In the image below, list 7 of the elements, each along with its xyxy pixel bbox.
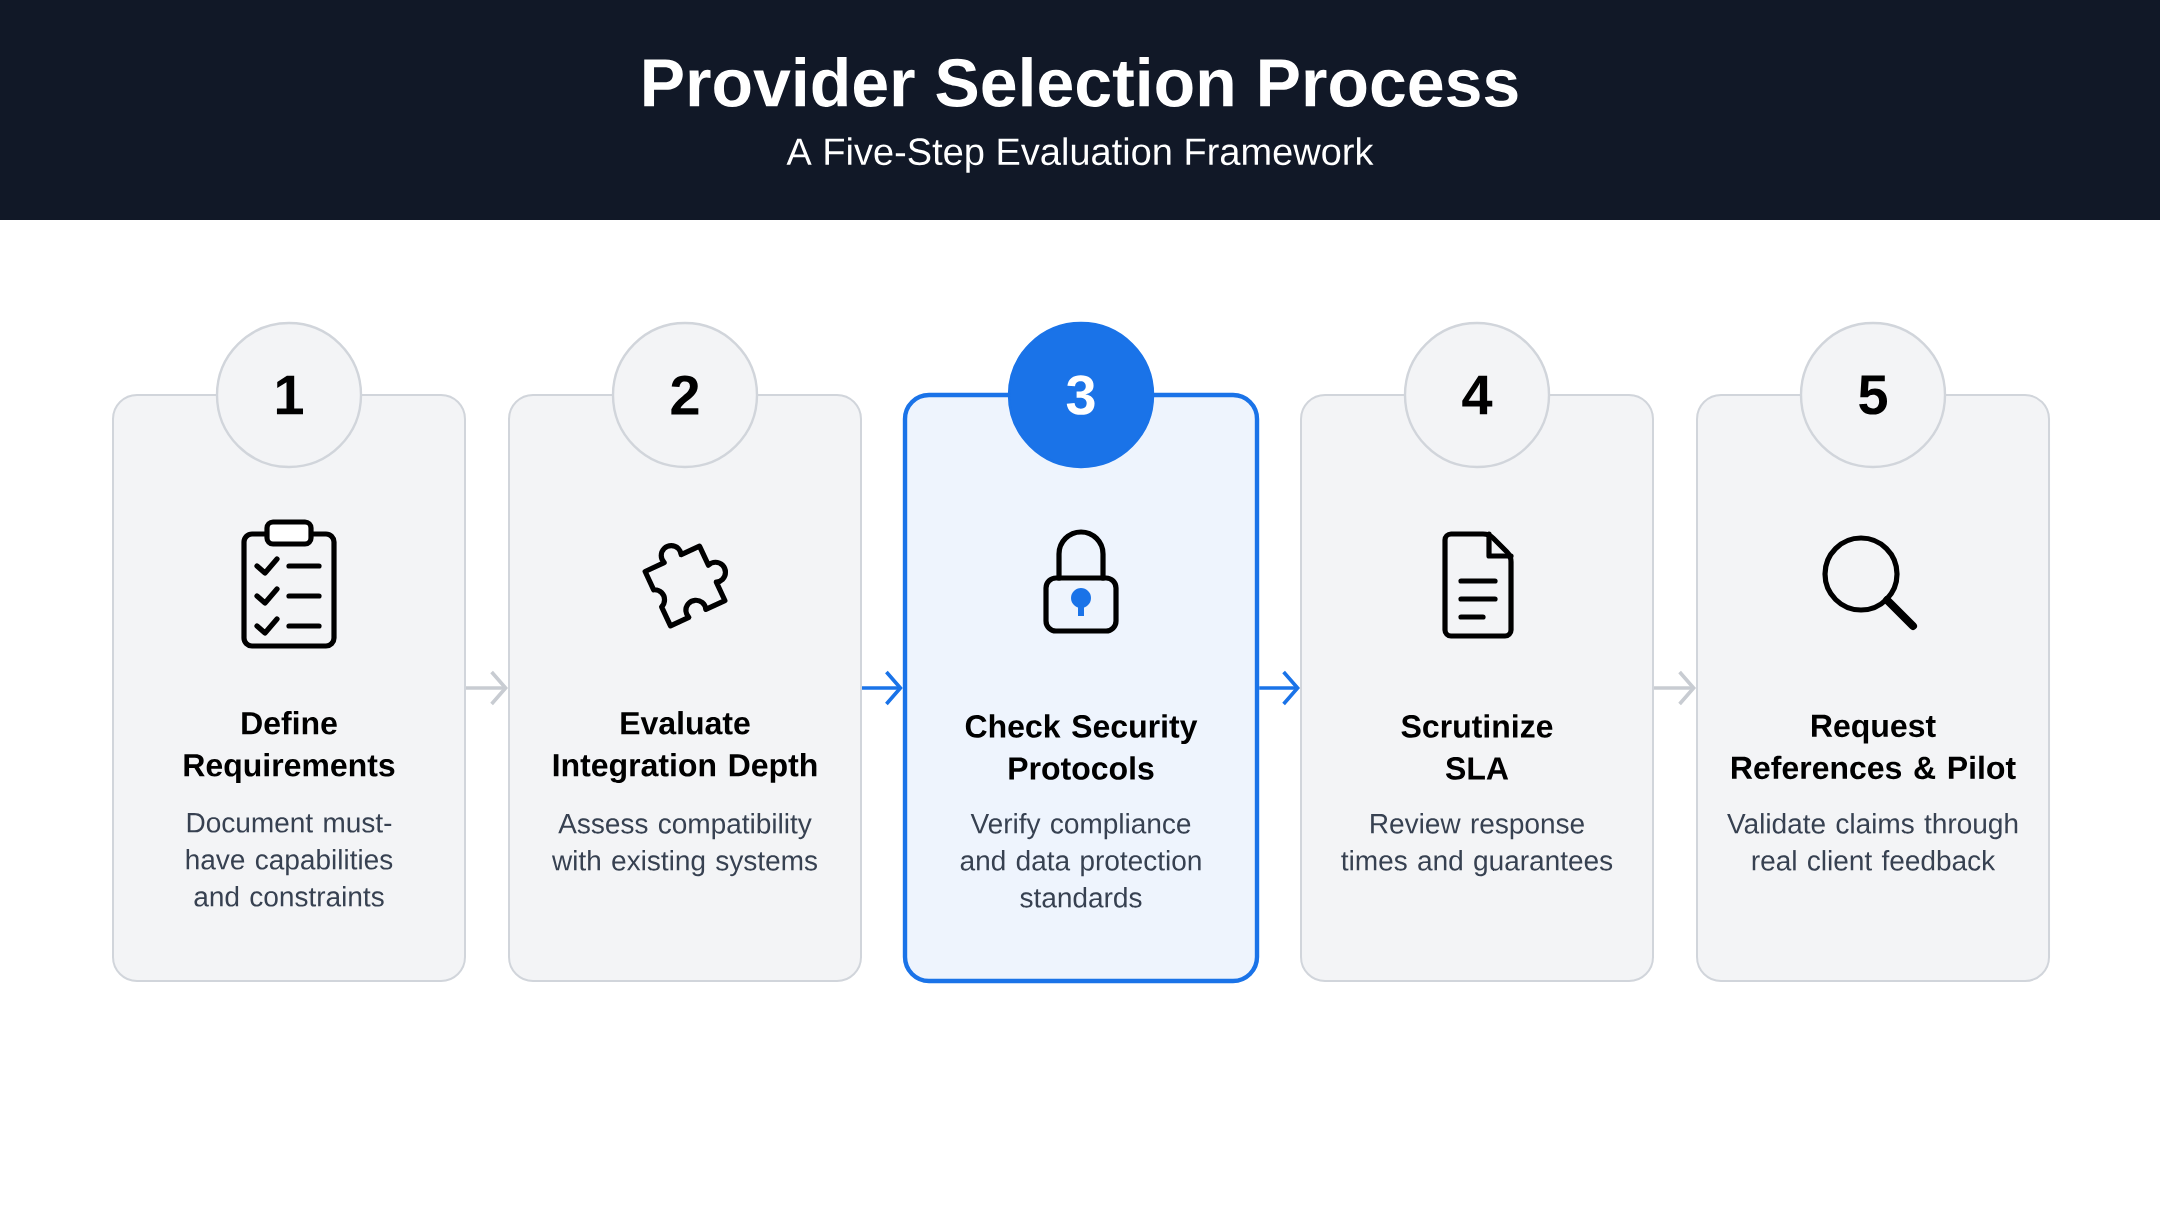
step-number-badge: 4 xyxy=(1403,321,1551,469)
step-number-badge: 3 xyxy=(1007,321,1155,469)
step-number-badge: 1 xyxy=(215,321,363,469)
title: Provider Selection Process xyxy=(644,57,1518,107)
subtitle: A Five-Step Evaluation Framework xyxy=(786,137,1374,173)
step-number-badge: 5 xyxy=(1799,321,1947,469)
step-number-badge: 2 xyxy=(611,321,759,469)
